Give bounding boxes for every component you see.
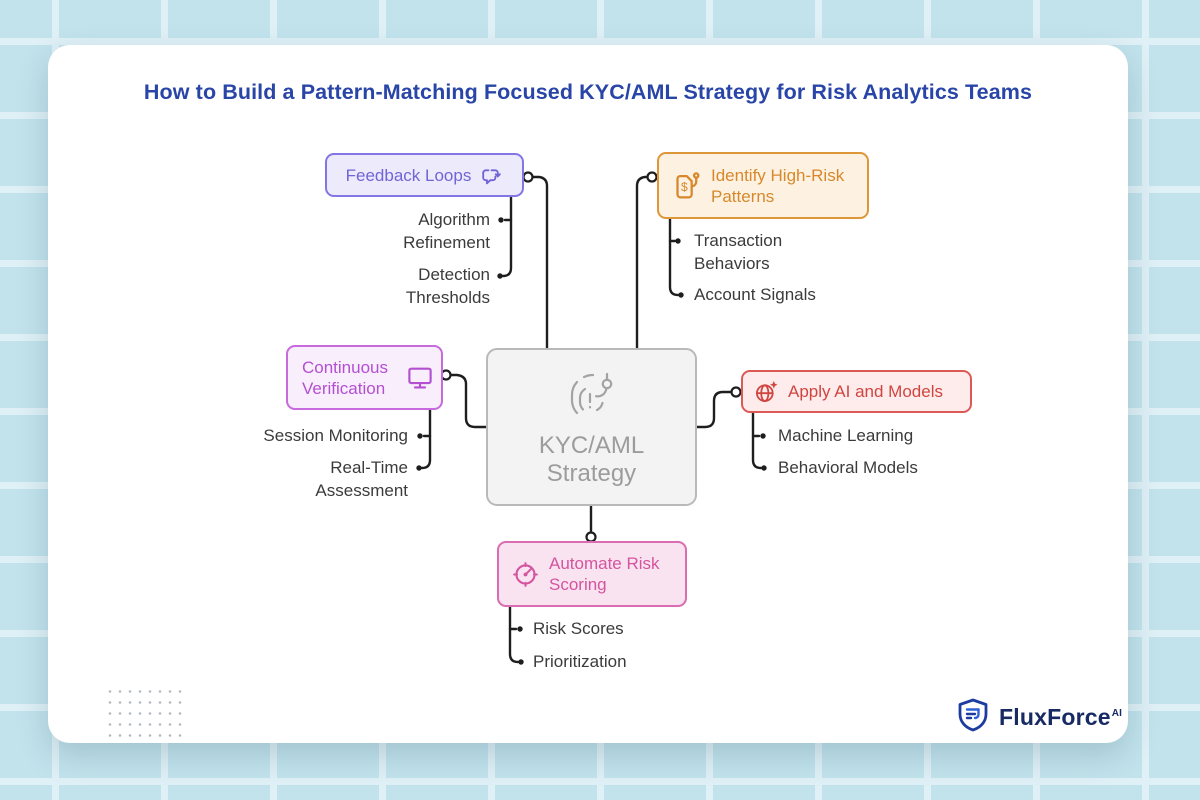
sub-item-transaction-behaviors: Transaction Behaviors	[694, 231, 783, 273]
branch-label: Identify High-Risk Patterns	[711, 165, 845, 206]
branch-node-feedback-loops: Feedback Loops	[325, 153, 524, 197]
document-dollar-hook-icon: $	[669, 169, 703, 203]
gauge-target-icon	[511, 560, 540, 589]
sub-item-account-signals: Account Signals	[694, 285, 816, 304]
sub-item-behavioral-models: Behavioral Models	[778, 458, 918, 477]
central-node-kyc-aml-strategy: KYC/AML Strategy	[486, 348, 697, 506]
sub-item-algorithm-refinement: Algorithm Refinement	[403, 210, 490, 252]
sub-item-machine-learning: Machine Learning	[778, 426, 914, 445]
branch-node-identify-high-risk-patterns: $ Identify High-Risk Patterns	[657, 152, 869, 219]
logo-text: FluxForceAI	[999, 704, 1123, 730]
central-node-label: KYC/AML Strategy	[538, 432, 645, 487]
branch-node-automate-risk-scoring: Automate Risk Scoring	[497, 541, 687, 607]
globe-sparkle-icon	[753, 378, 780, 405]
branch-label: Automate Risk Scoring	[549, 554, 660, 594]
shield-logo-icon	[955, 697, 991, 738]
branch-label: Feedback Loops	[345, 165, 472, 185]
branch-node-continuous-verification: Continuous Verification	[286, 345, 443, 410]
page-title: How to Build a Pattern-Matching Focused …	[143, 80, 1033, 104]
chat-loop-icon	[478, 163, 503, 188]
svg-text:$: $	[681, 180, 688, 194]
fingerprint-hook-icon	[562, 364, 622, 424]
sub-item-real-time-assessment: Real-Time Assessment	[315, 458, 408, 500]
dot-grid-decoration	[105, 686, 183, 744]
monitor-icon	[405, 363, 435, 393]
fluxforce-logo: FluxForceAI	[955, 697, 1122, 738]
logo-superscript: AI	[1111, 708, 1123, 720]
branch-node-apply-ai-and-models: Apply AI and Models	[741, 370, 972, 413]
sub-item-session-monitoring: Session Monitoring	[263, 426, 408, 445]
branch-label: Apply AI and Models	[788, 382, 943, 401]
sub-item-prioritization: Prioritization	[533, 652, 627, 671]
sub-item-risk-scores: Risk Scores	[533, 619, 624, 638]
sub-item-detection-thresholds: Detection Thresholds	[405, 265, 490, 307]
branch-label: Continuous Verification	[302, 357, 389, 398]
